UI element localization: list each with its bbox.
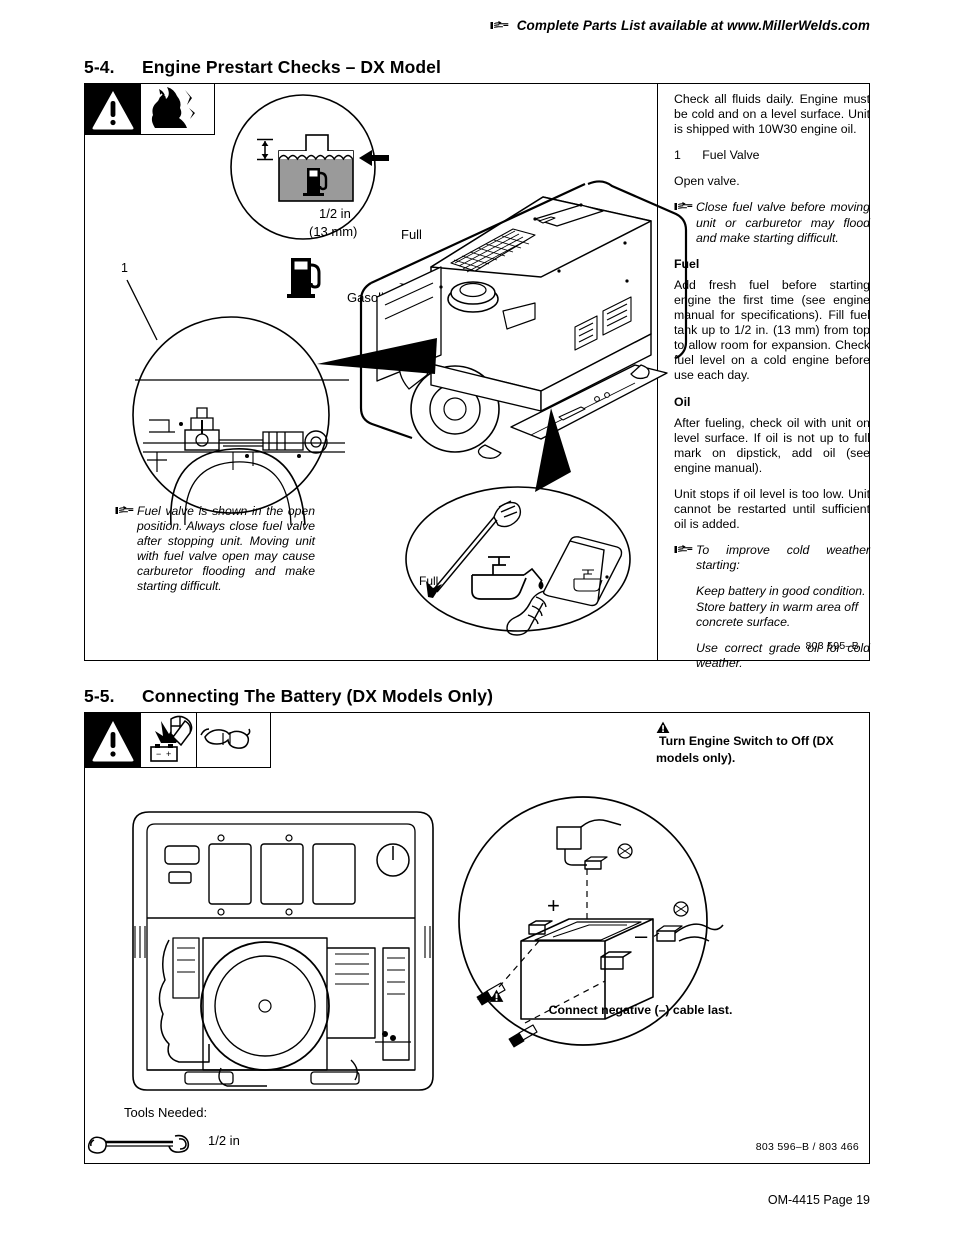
fuel-paragraph: Add fresh fuel before starting engine th… bbox=[674, 277, 870, 383]
fire-flame-icon bbox=[141, 84, 197, 134]
cold-weather-tip-2: Use correct grade oil for cold weather. bbox=[696, 640, 870, 670]
figure-id-5-4: 803 595–B bbox=[805, 640, 859, 652]
note-close-fuel-valve-text: Close fuel valve before moving unit or c… bbox=[696, 200, 870, 245]
section-number-5-4: 5-4. bbox=[84, 57, 115, 77]
fuel-valve-caption-text: Fuel valve is shown in the open position… bbox=[137, 504, 315, 593]
tools-needed-label: Tools Needed: bbox=[124, 1105, 208, 1120]
generator-illustration bbox=[335, 159, 715, 489]
fuel-heading: Fuel bbox=[674, 256, 700, 271]
callout-number-1: 1 bbox=[121, 261, 128, 275]
page-footer: OM-4415 Page 19 bbox=[767, 1193, 870, 1207]
generator-front-illustration bbox=[125, 798, 485, 1108]
warning-engine-switch-off-text: Turn Engine Switch to Off (DX models onl… bbox=[656, 734, 834, 765]
fuel-valve-detail-circle bbox=[113, 316, 373, 530]
fuel-level-detail-circle bbox=[203, 89, 403, 249]
callout-item-1-label: Fuel Valve bbox=[702, 148, 760, 163]
figure-id-5-5: 803 596–B / 803 466 bbox=[755, 1141, 859, 1153]
pointing-hand-icon bbox=[490, 20, 509, 31]
figure-5-4: 1/2 in (13 mm) Full Gasoline bbox=[84, 83, 870, 670]
safety-goggles-icon bbox=[197, 713, 253, 767]
section-title-5-5: 5-5. Connecting The Battery (DX Models On… bbox=[84, 686, 493, 707]
exploding-battery-icon: − + bbox=[141, 713, 197, 767]
wrench-icon bbox=[87, 1131, 197, 1157]
oil-paragraph-1: After fueling, check oil with unit on le… bbox=[674, 415, 870, 475]
warning-connect-negative-last-text: Connect negative (–) cable last. bbox=[548, 1003, 733, 1017]
parts-list-header: Complete Parts List available at www.Mil… bbox=[490, 18, 870, 33]
section-number-5-5: 5-5. bbox=[84, 686, 115, 706]
parts-list-text: Complete Parts List available at www.Mil… bbox=[516, 18, 870, 33]
oil-full-label: Full bbox=[419, 574, 439, 588]
intro-paragraph: Check all fluids daily. Engine must be c… bbox=[674, 92, 870, 137]
dim-label-line1: 1/2 in bbox=[319, 206, 351, 221]
callout-item-1: 1 Fuel Valve bbox=[674, 148, 870, 163]
section-title-5-4: 5-4. Engine Prestart Checks – DX Model bbox=[84, 57, 441, 78]
safety-icon-strip-5-5: − + bbox=[84, 712, 271, 768]
oil-dipstick-detail-ellipse bbox=[398, 479, 638, 639]
oil-heading: Oil bbox=[674, 394, 691, 409]
callout-pointer-oil bbox=[505, 404, 595, 504]
oil-paragraph-2: Unit stops if oil level is too low. Unit… bbox=[674, 486, 870, 532]
note-close-fuel-valve: Close fuel valve before moving unit or c… bbox=[674, 200, 870, 245]
pointing-hand-icon bbox=[674, 201, 693, 212]
warning-triangle-icon bbox=[85, 84, 141, 134]
warning-triangle-icon bbox=[85, 713, 141, 767]
pointing-hand-icon bbox=[674, 544, 693, 555]
section-heading-5-4: Engine Prestart Checks – DX Model bbox=[142, 57, 441, 77]
warning-connect-negative-last: Connect negative (–) cable last. bbox=[489, 989, 789, 1020]
open-valve-text: Open valve. bbox=[674, 174, 740, 189]
callout-item-1-number: 1 bbox=[674, 148, 681, 163]
cold-weather-tip-1: Keep battery in good condition. Store ba… bbox=[696, 584, 866, 629]
note-cold-weather: To improve cold weather starting: bbox=[674, 543, 870, 573]
warning-triangle-icon bbox=[489, 989, 789, 1003]
fuel-pump-icon bbox=[285, 254, 325, 300]
warning-engine-switch-off: Turn Engine Switch to Off (DX models onl… bbox=[656, 721, 862, 766]
callout-leader-line-1 bbox=[121, 276, 191, 346]
tool-size-label: 1/2 in bbox=[208, 1133, 240, 1148]
battery-detail-circle: + – bbox=[453, 791, 724, 1051]
svg-text:+: + bbox=[166, 749, 171, 759]
figure-5-5: − + bbox=[84, 712, 870, 1164]
full-label-fuel: Full bbox=[401, 227, 422, 242]
battery-negative-symbol: – bbox=[635, 923, 648, 948]
svg-text:−: − bbox=[156, 749, 161, 759]
pointing-hand-icon bbox=[115, 505, 134, 516]
callout-pointer-fuel-valve bbox=[313, 330, 443, 400]
warning-triangle-icon bbox=[656, 721, 862, 734]
section-5-4-text-column: Check all fluids daily. Engine must be c… bbox=[674, 92, 870, 682]
dim-label-line2: (13 mm) bbox=[309, 224, 358, 239]
fuel-valve-caption-note: Fuel valve is shown in the open position… bbox=[115, 504, 315, 594]
section-heading-5-5: Connecting The Battery (DX Models Only) bbox=[142, 686, 494, 706]
battery-positive-symbol: + bbox=[547, 893, 560, 918]
safety-icon-strip-5-4 bbox=[84, 83, 215, 135]
note-cold-weather-text: To improve cold weather starting: bbox=[696, 543, 870, 573]
